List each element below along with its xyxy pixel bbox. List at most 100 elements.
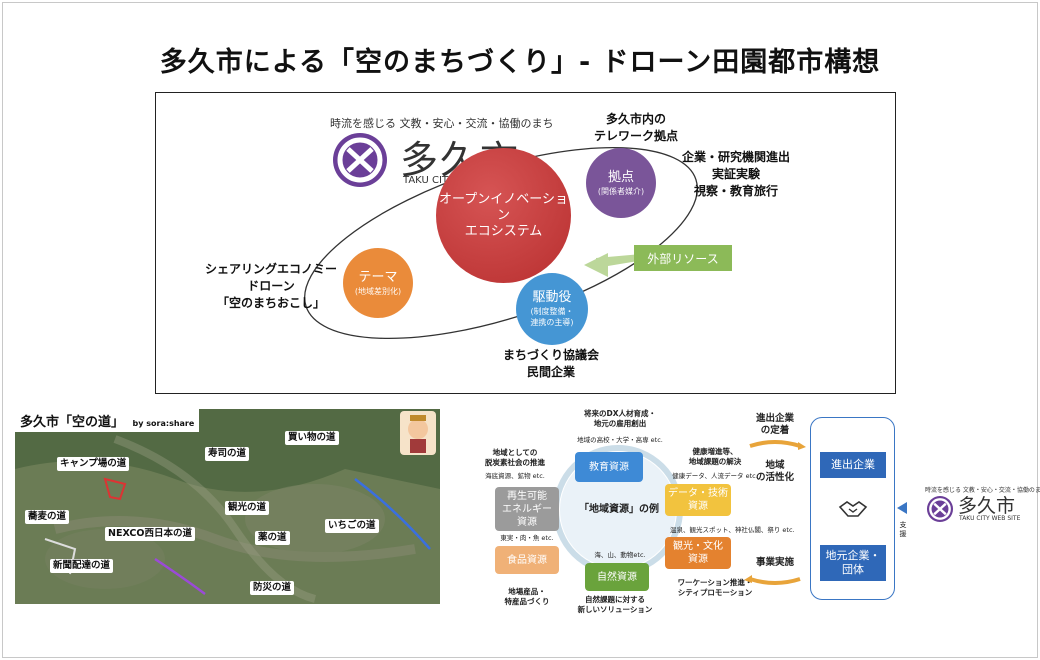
kasseika-line-1: 地域 bbox=[765, 460, 785, 471]
note-right-bold-2: 地域課題の解決 bbox=[688, 457, 742, 466]
map-title-text: 多久市「空の道」 bbox=[20, 415, 125, 430]
ecosystem-panel: 時流を感じる 文教・安心・交流・協働のまち 多久市 TAKU CITY WEB … bbox=[155, 92, 896, 394]
kasseika-label: 地域 の活性化 bbox=[740, 460, 810, 484]
route-disaster: 防災の道 bbox=[250, 581, 295, 595]
slide-title: 多久市による「空のまちづくり」- ドローン田園都市構想 bbox=[159, 47, 881, 78]
logo-tagline: 時流を感じる 文教・安心・交流・協働のまち bbox=[330, 117, 554, 130]
teichaku-line-1: 進出企業 bbox=[755, 413, 794, 424]
note-right-small: 健康データ、人流データ etc. bbox=[672, 472, 758, 480]
external-resource-box: 外部リソース bbox=[634, 245, 732, 271]
map-title: 多久市「空の道」 by sora:share bbox=[15, 409, 200, 432]
note-shokuhin-bold-1: 地場産品・ bbox=[508, 587, 546, 596]
kyoten-title: 拠点 bbox=[607, 169, 634, 185]
theme-title: テーマ bbox=[358, 269, 398, 285]
mascot-icon bbox=[400, 411, 436, 455]
note-right-bold-1: 健康増進等、 bbox=[692, 447, 738, 456]
sharing-line-2: ドローン bbox=[247, 279, 295, 293]
company-line-1: 企業・研究機関進出 bbox=[681, 150, 790, 164]
jigyo-label: 事業実施 bbox=[755, 557, 794, 568]
route-sushi: 寿司の道 bbox=[205, 447, 250, 461]
data-tech-resource-box: データ・技術 資源 bbox=[665, 484, 731, 516]
driver-title: 駆動役 bbox=[532, 290, 572, 305]
renewable-line-1: 再生可能 bbox=[507, 490, 547, 502]
company-panel: 進出企業 の定着 地域 の活性化 事業実施 進出企業 地元企業・ 団体 支 援 … bbox=[740, 405, 1040, 615]
small-city-sub: TAKU CITY WEB SITE bbox=[959, 515, 1021, 522]
note-shizen-bold-1: 自然課題に対する bbox=[585, 595, 645, 604]
note-top-bold-2: 地元の雇用創出 bbox=[593, 419, 647, 428]
education-resource-box: 教育資源 bbox=[575, 452, 643, 482]
kanko-line-1: 観光・文化 bbox=[673, 541, 723, 552]
sky-road-map: 多久市「空の道」 by sora:share 買い物の道 寿司の道 キャンプ場の… bbox=[15, 409, 440, 604]
note-kanko-bold-2: シティプロモーション bbox=[677, 588, 753, 597]
note-left-bold: 地域としての 脱炭素社会の推進 bbox=[470, 448, 560, 468]
local-resources-panel: 将来のDX人材育成・ 地元の雇用創出 地域の高校・大学・高専 etc. 教育資源… bbox=[470, 405, 795, 615]
food-resource-box: 食品資源 bbox=[495, 546, 559, 574]
note-kanko-small: 温泉、観光スポット、神社仏閣、祭り etc. bbox=[670, 526, 795, 534]
note-saisei-small: 東実・肉・魚 etc. bbox=[500, 534, 554, 542]
note-kanko-bold: ワーケーション推進・ シティプロモーション bbox=[665, 578, 765, 598]
telework-line-2: テレワーク拠点 bbox=[593, 129, 678, 143]
route-nexco: NEXCO西日本の道 bbox=[105, 527, 195, 541]
teichaku-line-2: の定着 bbox=[760, 425, 790, 436]
city-emblem-icon bbox=[331, 131, 389, 189]
route-shopping: 買い物の道 bbox=[285, 431, 339, 445]
note-right-bold: 健康増進等、 地域課題の解決 bbox=[665, 447, 765, 467]
support-arrow-icon bbox=[897, 502, 907, 514]
council-line-2: 民間企業 bbox=[526, 365, 575, 379]
data-tech-line-2: 資源 bbox=[688, 501, 708, 512]
route-tourism: 観光の道 bbox=[225, 501, 270, 515]
route-medicine: 薬の道 bbox=[255, 531, 290, 545]
jimoto-box: 地元企業・ 団体 bbox=[820, 545, 886, 581]
shien-label: 支 援 bbox=[898, 521, 908, 539]
kyoten-sub: (関係者媒介) bbox=[597, 186, 645, 196]
arrow-top-icon bbox=[749, 440, 806, 450]
note-left-small: 海底資源、鉱物 etc. bbox=[485, 472, 545, 480]
note-kanko-bold-1: ワーケーション推進・ bbox=[677, 578, 753, 587]
data-tech-line-1: データ・技術 bbox=[668, 488, 728, 499]
note-shizen-small: 海、山、動物etc. bbox=[594, 551, 646, 559]
small-city-name: 多久市 bbox=[958, 495, 1016, 517]
sharing-label: シェアリングエコノミー ドローン 「空のまちおこし」 bbox=[196, 261, 346, 312]
tourism-culture-resource-box: 観光・文化 資源 bbox=[665, 537, 731, 569]
renewable-line-2: エネルギー bbox=[502, 503, 552, 515]
arrow-bottom-icon bbox=[744, 575, 801, 585]
note-top-bold: 将来のDX人材育成・ 地元の雇用創出 bbox=[560, 409, 680, 429]
nature-resource-box: 自然資源 bbox=[585, 563, 649, 591]
route-soba: 蕎麦の道 bbox=[25, 510, 70, 524]
sharing-line-3: 「空のまちおこし」 bbox=[216, 296, 325, 310]
kasseika-line-2: の活性化 bbox=[755, 472, 794, 483]
handshake-icon bbox=[838, 497, 868, 521]
map-title-by: by sora:share bbox=[132, 419, 195, 428]
sharing-line-1: シェアリングエコノミー bbox=[204, 262, 337, 276]
shien-2: 援 bbox=[899, 530, 907, 538]
council-label: まちづくり協議会 民間企業 bbox=[491, 347, 611, 381]
center-line-1: オープンイノベーション bbox=[439, 191, 568, 223]
teichaku-label: 進出企業 の定着 bbox=[740, 413, 810, 437]
route-newspaper: 新聞配達の道 bbox=[50, 559, 114, 573]
renewable-line-3: 資源 bbox=[517, 516, 537, 528]
note-shokuhin-bold: 地場産品・ 特産品づくり bbox=[485, 587, 569, 607]
center-line-2: エコシステム bbox=[464, 223, 543, 239]
resources-center-label: 「地域資源」の例 bbox=[579, 504, 659, 515]
small-logo-tagline: 時流を感じる 文教・安心・交流・協働のまち bbox=[925, 487, 1040, 494]
small-city-emblem-icon bbox=[926, 495, 954, 523]
telework-line-1: 多久市内の bbox=[605, 112, 666, 126]
note-left-bold-2: 脱炭素社会の推進 bbox=[485, 458, 545, 467]
driver-sub-2: 連携の主導) bbox=[530, 318, 574, 327]
company-box-frame bbox=[810, 417, 895, 600]
note-shizen-bold-2: 新しいソリューション bbox=[577, 605, 653, 614]
note-left-bold-1: 地域としての bbox=[492, 448, 538, 457]
kanko-line-2: 資源 bbox=[688, 554, 708, 565]
driver-circle: 駆動役 (制度整備・ 連携の主導) bbox=[516, 273, 588, 345]
shien-1: 支 bbox=[899, 521, 907, 529]
jimoto-line-2: 団体 bbox=[842, 563, 864, 576]
note-top-small: 地域の高校・大学・高専 etc. bbox=[577, 436, 663, 444]
note-top-bold-1: 将来のDX人材育成・ bbox=[583, 409, 656, 418]
theme-sub: (地域差別化) bbox=[354, 286, 402, 296]
company-label: 企業・研究機関進出 実証実験 視察・教育旅行 bbox=[671, 149, 801, 200]
note-shokuhin-bold-2: 特産品づくり bbox=[504, 597, 550, 606]
driver-sub-1: (制度整備・ bbox=[530, 307, 574, 316]
shinshutsu-box: 進出企業 bbox=[820, 452, 886, 478]
theme-circle: テーマ (地域差別化) bbox=[343, 248, 413, 318]
